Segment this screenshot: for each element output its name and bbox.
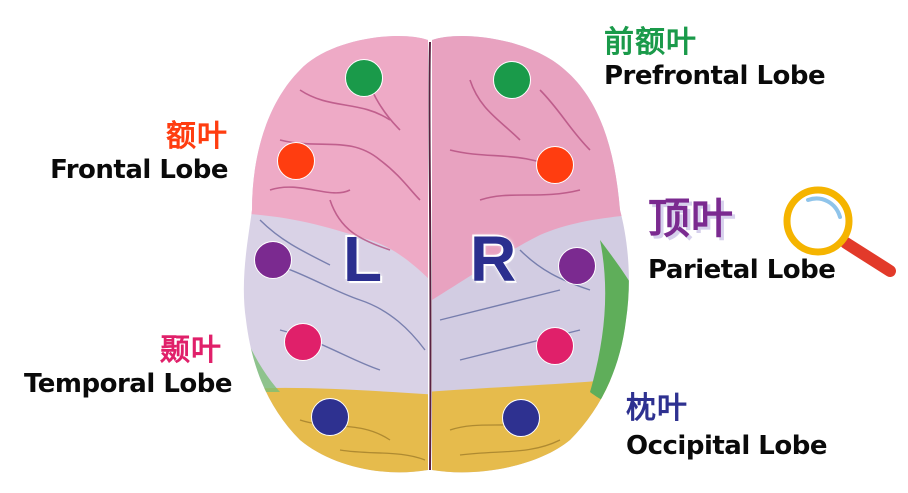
parietal-label-en: Parietal Lobe bbox=[648, 255, 836, 285]
frontal-label: 额叶 Frontal Lobe bbox=[20, 120, 228, 186]
occipital-label-zh: 枕叶 bbox=[626, 391, 688, 426]
prefrontal-marker-right bbox=[493, 61, 531, 99]
longitudinal-fissure bbox=[428, 41, 432, 471]
right-hemisphere-letter: R bbox=[470, 223, 517, 295]
occipital-marker-left bbox=[311, 398, 349, 436]
prefrontal-label-zh: 前额叶 bbox=[604, 25, 697, 60]
occipital-label: 枕叶 Occipital Lobe bbox=[626, 392, 827, 462]
parietal-label: 顶叶 Parietal Lobe bbox=[648, 194, 836, 286]
prefrontal-label-en: Prefrontal Lobe bbox=[604, 61, 826, 91]
occipital-marker-right bbox=[502, 399, 540, 437]
temporal-label-zh: 颞叶 bbox=[160, 333, 222, 368]
parietal-marker-right bbox=[558, 247, 596, 285]
prefrontal-label: 前额叶 Prefrontal Lobe bbox=[604, 25, 826, 92]
occipital-label-en: Occipital Lobe bbox=[626, 431, 827, 461]
frontal-marker-right bbox=[536, 146, 574, 184]
temporal-marker-right bbox=[536, 327, 574, 365]
temporal-label-en: Temporal Lobe bbox=[24, 369, 233, 399]
magnifying-glass-icon bbox=[783, 186, 896, 277]
frontal-label-zh: 额叶 bbox=[166, 119, 228, 154]
prefrontal-marker-left bbox=[345, 59, 383, 97]
temporal-label: 颞叶 Temporal Lobe bbox=[0, 333, 233, 400]
temporal-marker-left bbox=[284, 323, 322, 361]
left-hemisphere-letter: L bbox=[343, 223, 383, 295]
frontal-marker-left bbox=[277, 142, 315, 180]
frontal-label-en: Frontal Lobe bbox=[50, 155, 228, 185]
parietal-label-zh: 顶叶 bbox=[648, 194, 735, 243]
parietal-marker-left bbox=[254, 241, 292, 279]
